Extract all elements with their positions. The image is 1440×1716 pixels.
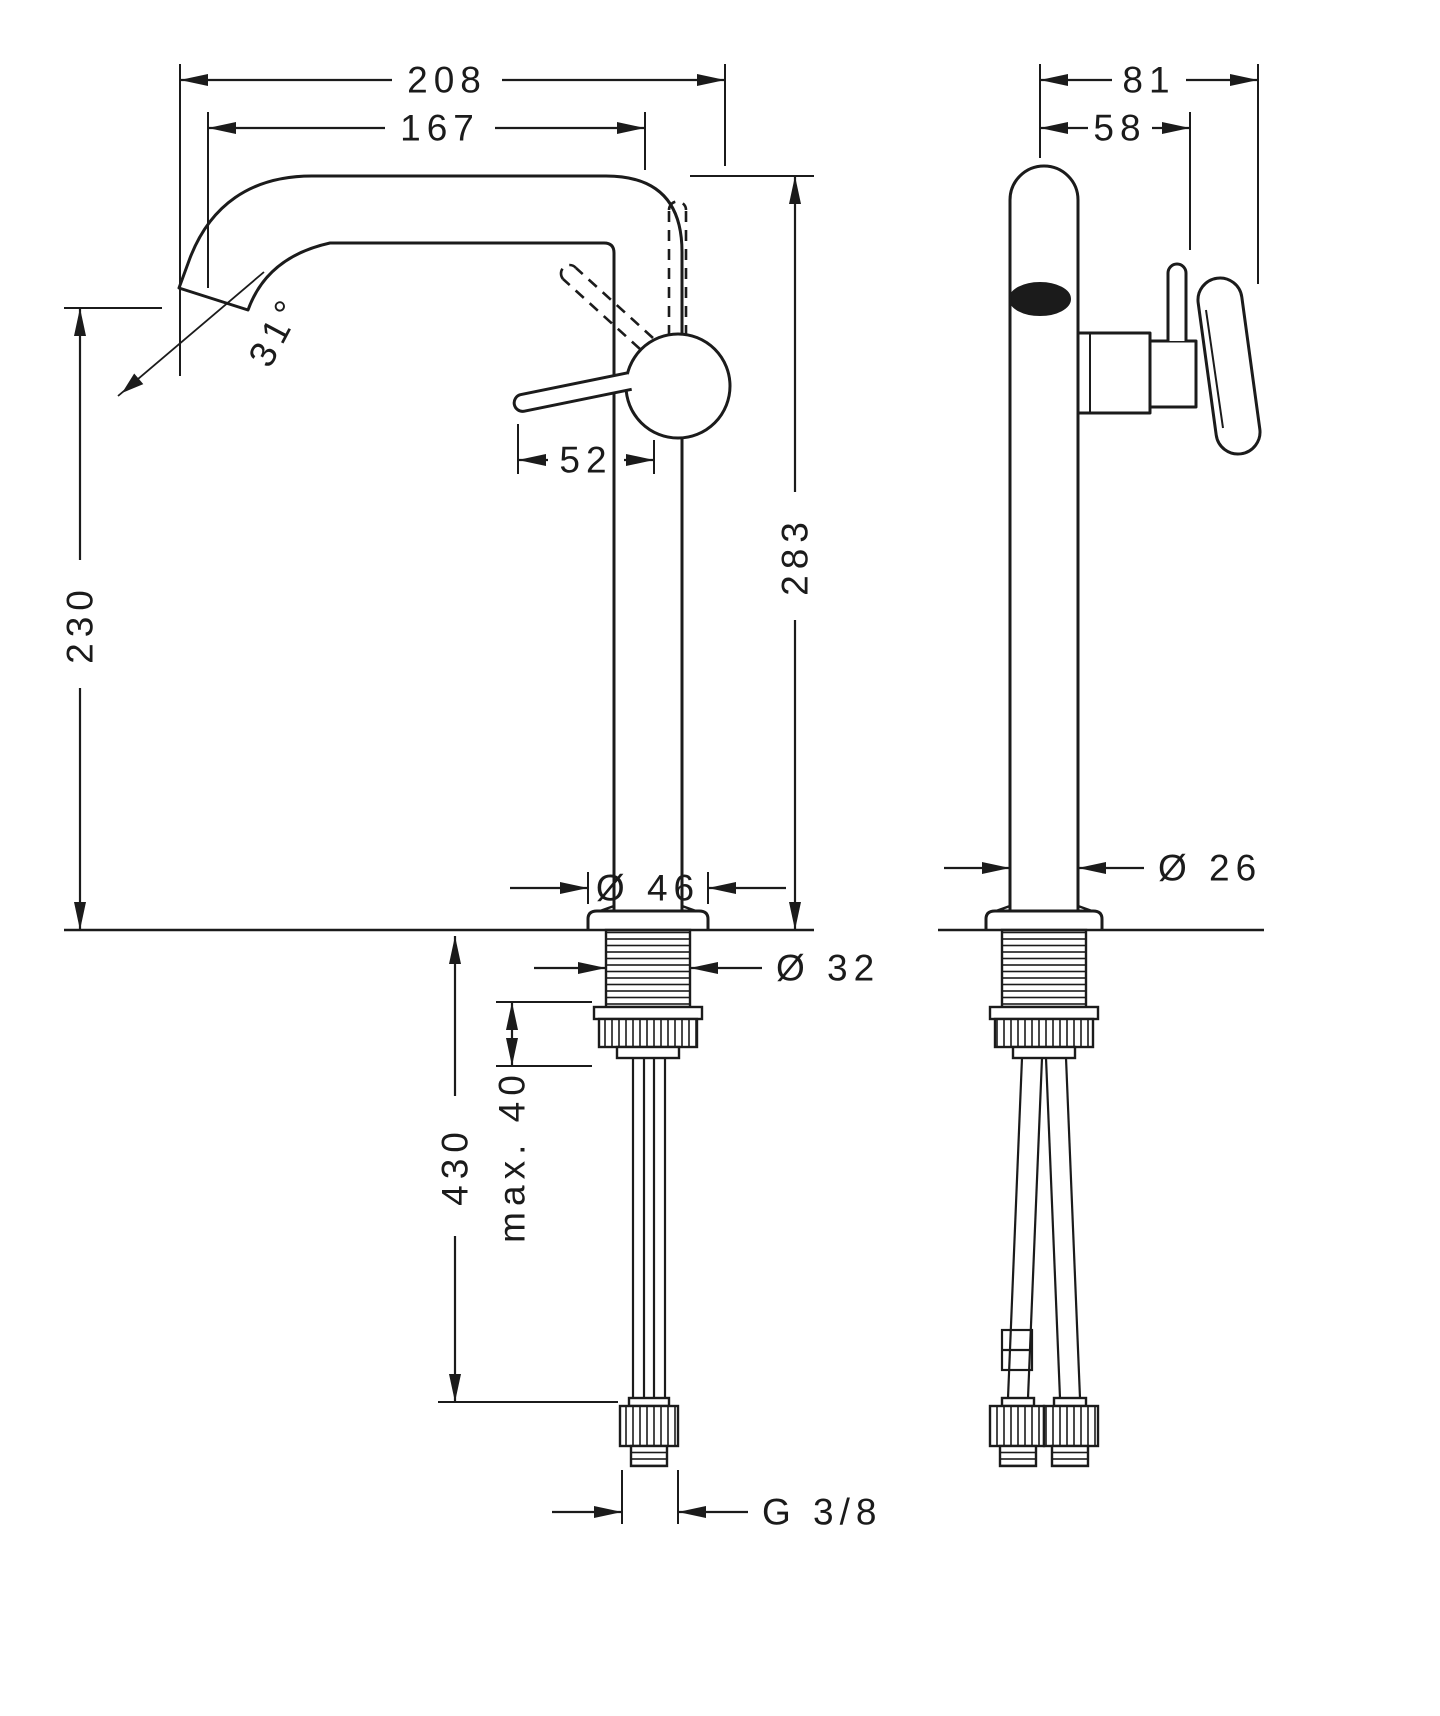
dim-connection-thread: G 3/8 [552,1470,883,1533]
handle-housing [1076,331,1152,415]
dim-outlet-height-label: 230 [60,584,101,664]
dim-connection-thread-label: G 3/8 [762,1492,883,1533]
front-base-flare-left [995,904,1011,913]
front-base-plate [984,909,1104,930]
dim-shank-diameter-label: Ø 32 [776,948,880,989]
dim-spout-reach-label: 167 [400,108,480,149]
supply-hoses [631,1058,667,1398]
lever-grip [1196,276,1262,456]
front-view-faucet [984,164,1262,930]
lever-pin [1166,262,1188,341]
front-washer [988,1005,1100,1021]
handle-pivot [624,332,732,440]
front-view: 81 58 Ø 26 [938,60,1264,1468]
lever-alt-position-diagonal [559,263,654,350]
side-view: 208 167 31° 52 230 [60,60,883,1533]
dim-overall-depth-label: 81 [1122,60,1175,101]
dim-lever-projection: 52 [517,424,655,481]
lever [512,371,632,413]
threaded-shank [604,928,692,1009]
dim-overall-height: 283 [690,175,816,930]
dim-lever-depth-label: 58 [1093,108,1146,149]
dim-base-diameter: Ø 46 [510,868,786,909]
washer [592,1005,704,1021]
front-supply-hoses [1006,1057,1082,1399]
dim-body-diameter-label: Ø 26 [1158,848,1262,889]
front-mounting-nut [993,1017,1095,1049]
dim-overall-depth: 81 [1039,60,1259,284]
dim-lever-projection-label: 52 [559,440,612,481]
nut-step [615,1045,681,1060]
dim-shank-diameter: Ø 32 [534,948,880,989]
lever-alt-position-vertical [667,200,688,336]
front-threaded-shank [1000,928,1088,1009]
front-hose-fitting-left [988,1396,1046,1468]
dim-hose-length: 430 [435,936,618,1403]
dim-max-mounting-thickness: max. 40 [492,1001,592,1243]
dim-body-diameter: Ø 26 [944,848,1262,889]
hose-sleeve [1000,1328,1034,1372]
dim-total-projection-label: 208 [407,60,487,101]
dim-outlet-height: 230 [60,307,162,930]
base-flare-left [599,904,615,913]
handle-cone [1148,339,1198,409]
dim-spout-reach: 167 [207,108,646,288]
hose-fitting [618,1396,680,1468]
lever-fill [514,372,632,412]
dim-base-diameter-label: Ø 46 [596,868,700,909]
front-hose-fitting-right [1042,1396,1100,1468]
angle-arrowhead [122,373,144,393]
front-nut-step [1011,1045,1077,1060]
mounting-nut [597,1017,699,1049]
column-outline [1008,164,1080,912]
base-plate [586,909,710,930]
side-view-mounting-hardware [592,928,704,1468]
front-base-flare-right [1077,904,1093,913]
dim-total-projection: 208 [179,60,726,376]
spout-outlet [1009,282,1071,316]
dim-max-mounting-thickness-label: max. 40 [492,1069,533,1243]
dim-lever-depth: 58 [1040,108,1191,250]
front-view-mounting-hardware [988,928,1100,1468]
base-flare-right [681,904,697,913]
dim-hose-length-label: 430 [435,1126,476,1206]
dim-overall-height-label: 283 [775,516,816,596]
spout-body-outline [177,174,684,912]
side-view-faucet [177,174,732,930]
lever-grip-detail [1205,309,1224,429]
